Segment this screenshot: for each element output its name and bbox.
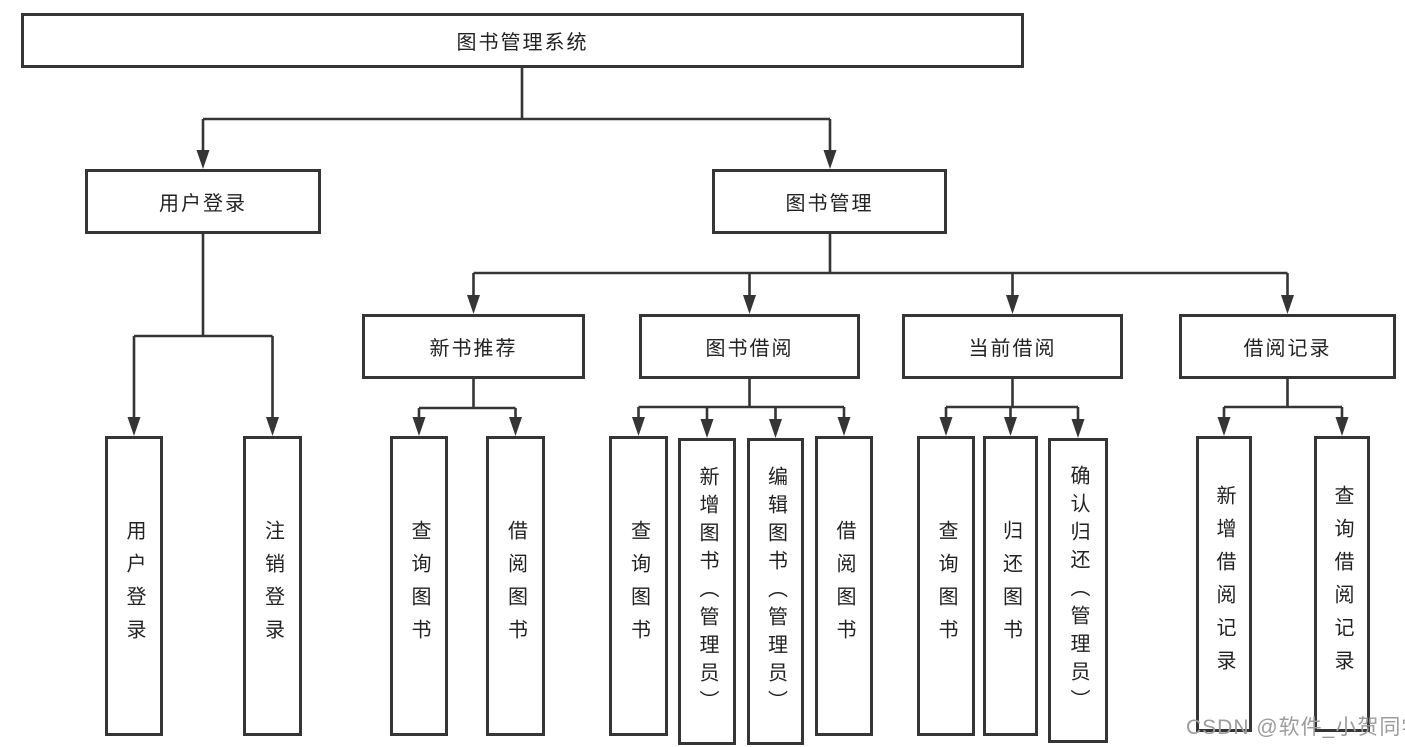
leaf-query-borrow-record-label: 查询借阅记录 bbox=[1331, 485, 1353, 683]
leaf-logout-label: 注销登录 bbox=[261, 520, 284, 652]
node-book-borrow: 图书借阅 bbox=[639, 314, 860, 379]
leaf-return-book: 归还图书 bbox=[983, 436, 1038, 736]
node-library-management-system: 图书管理系统 bbox=[21, 13, 1024, 68]
node-new-book-recommend-label: 新书推荐 bbox=[429, 338, 518, 360]
leaf-query-borrow-record: 查询借阅记录 bbox=[1314, 436, 1370, 732]
node-book-borrow-label: 图书借阅 bbox=[705, 338, 794, 360]
node-new-book-recommend: 新书推荐 bbox=[362, 314, 585, 379]
leaf-edit-book-admin-label: 编辑图书（管理员） bbox=[764, 465, 787, 718]
leaf-add-book-admin-label: 新增图书（管理员） bbox=[696, 465, 718, 718]
leaf-query-books-current-label: 查询图书 bbox=[935, 520, 957, 652]
leaf-borrow-books-recommend: 借阅图书 bbox=[486, 436, 545, 736]
node-borrow-records: 借阅记录 bbox=[1179, 314, 1396, 379]
leaf-borrow-books-recommend-label: 借阅图书 bbox=[504, 520, 527, 652]
leaf-user-login-label: 用户登录 bbox=[123, 520, 145, 652]
leaf-user-login: 用户登录 bbox=[105, 436, 163, 736]
leaf-confirm-return-admin-label: 确认归还（管理员） bbox=[1067, 464, 1089, 717]
leaf-query-books-borrow-label: 查询图书 bbox=[627, 520, 650, 652]
leaf-edit-book-admin: 编辑图书（管理员） bbox=[747, 438, 804, 745]
leaf-return-book-label: 归还图书 bbox=[999, 520, 1022, 652]
csdn-watermark: CSDN @软件_小贺同学 bbox=[1186, 716, 1405, 739]
leaf-borrow-books: 借阅图书 bbox=[815, 436, 873, 736]
node-borrow-records-label: 借阅记录 bbox=[1243, 338, 1332, 360]
leaf-confirm-return-admin: 确认归还（管理员） bbox=[1048, 438, 1108, 743]
leaf-query-books-recommend-label: 查询图书 bbox=[408, 520, 430, 652]
node-book-management: 图书管理 bbox=[712, 169, 947, 234]
leaf-add-borrow-record-label: 新增借阅记录 bbox=[1213, 485, 1235, 683]
leaf-query-books-recommend: 查询图书 bbox=[390, 436, 448, 736]
node-current-borrow: 当前借阅 bbox=[902, 314, 1123, 379]
leaf-borrow-books-label: 借阅图书 bbox=[833, 520, 855, 652]
node-current-borrow-label: 当前借阅 bbox=[968, 338, 1057, 360]
leaf-query-books-borrow: 查询图书 bbox=[609, 436, 668, 736]
leaf-query-books-current: 查询图书 bbox=[917, 436, 975, 736]
leaf-add-book-admin: 新增图书（管理员） bbox=[678, 438, 736, 745]
node-user-login: 用户登录 bbox=[85, 169, 321, 234]
leaf-add-borrow-record: 新增借阅记录 bbox=[1196, 436, 1252, 732]
leaf-logout: 注销登录 bbox=[243, 436, 302, 736]
node-book-management-label: 图书管理 bbox=[785, 193, 874, 215]
node-library-management-system-label: 图书管理系统 bbox=[456, 32, 589, 54]
node-user-login-label: 用户登录 bbox=[159, 193, 247, 215]
